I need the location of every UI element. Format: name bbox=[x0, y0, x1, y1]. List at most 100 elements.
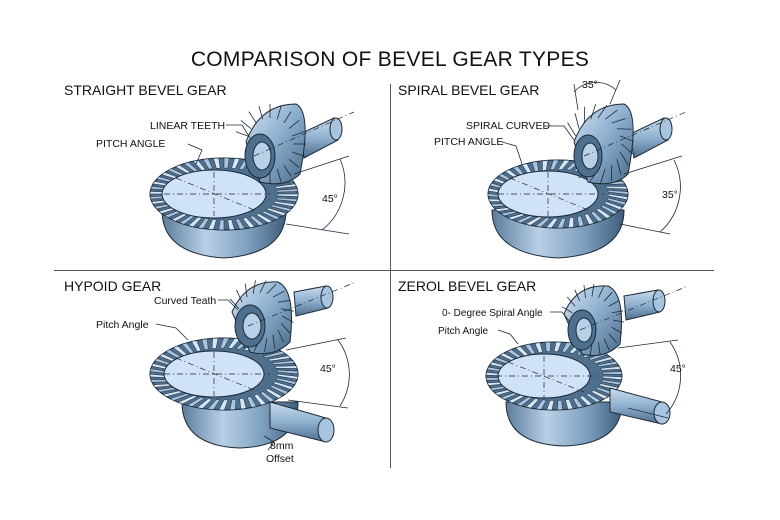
pinion-tooth bbox=[283, 164, 292, 177]
pinion-tooth bbox=[277, 329, 284, 343]
pitch-label: PITCH ANGLE bbox=[96, 138, 165, 150]
gear-tooth bbox=[253, 393, 267, 406]
pitch-angle-arc bbox=[285, 155, 350, 235]
pinion-tooth bbox=[591, 284, 595, 297]
pinion-tooth bbox=[620, 135, 635, 142]
gear-tooth bbox=[545, 341, 551, 353]
centre-lines bbox=[164, 281, 357, 396]
pinion-tooth bbox=[589, 343, 593, 356]
pinion-tooth bbox=[258, 105, 264, 120]
vertical-divider bbox=[390, 84, 391, 468]
pitch-label: Pitch Angle bbox=[438, 326, 488, 337]
angle-label: 35° bbox=[662, 189, 678, 201]
gear-tooth bbox=[234, 218, 246, 230]
gear-tooth bbox=[534, 217, 551, 228]
gear-tooth bbox=[549, 159, 560, 171]
pinion-tooth bbox=[244, 283, 248, 298]
pinion-tooth bbox=[598, 342, 601, 355]
gear-tooth bbox=[202, 158, 214, 170]
gear-tooth bbox=[593, 356, 614, 364]
gear-tooth bbox=[572, 397, 584, 409]
gear-tooth bbox=[524, 343, 536, 355]
gear-tooth bbox=[557, 159, 571, 170]
pinion-tooth bbox=[259, 280, 267, 293]
panel-title: ZEROL BEVEL GEAR bbox=[398, 278, 537, 294]
gear-tooth bbox=[605, 186, 628, 190]
gear-tooth bbox=[273, 381, 294, 390]
gear-tooth bbox=[534, 342, 543, 353]
pinion-shaft bbox=[299, 117, 343, 159]
gear-tooth bbox=[601, 379, 622, 386]
pinion-tooth bbox=[566, 296, 576, 307]
side-shaft bbox=[609, 387, 671, 425]
gear-tooth bbox=[219, 337, 230, 349]
gear-tooth bbox=[191, 340, 202, 352]
top-angle-arc bbox=[573, 79, 621, 111]
straight-bevel-gear-illustration: 45° LINEAR TEETH PITCH ANGLE bbox=[96, 103, 355, 259]
offset-label-line-2: Offset bbox=[266, 453, 294, 465]
gear-tooth bbox=[597, 361, 619, 367]
gear-tooth bbox=[546, 400, 555, 411]
pinion-tooth bbox=[235, 131, 248, 137]
pinion-tooth bbox=[603, 291, 613, 302]
pinion-tooth bbox=[616, 159, 622, 175]
gear-tooth bbox=[267, 355, 292, 362]
gear-tooth bbox=[197, 218, 210, 229]
gear-tooth bbox=[577, 215, 585, 227]
pinion-tooth bbox=[248, 111, 257, 124]
pinion-tooth bbox=[276, 168, 282, 183]
pinion-tooth bbox=[292, 131, 305, 137]
gear-tooth bbox=[600, 366, 621, 371]
panel-title: SPIRAL BEVEL GEAR bbox=[398, 82, 540, 98]
pinion-tooth bbox=[277, 299, 291, 303]
pinion-gear bbox=[229, 280, 294, 355]
pinion-tooth bbox=[272, 334, 276, 349]
gear-tooth bbox=[266, 207, 287, 216]
pinion-tooth bbox=[574, 113, 580, 129]
pinion-tooth bbox=[611, 326, 622, 334]
gear-tooth bbox=[276, 188, 299, 193]
gear-tooth bbox=[557, 399, 563, 411]
pinion-tooth bbox=[240, 120, 252, 130]
gear-tooth bbox=[229, 398, 237, 411]
tooth-callout bbox=[218, 299, 239, 311]
top-angle-label: 35° bbox=[582, 79, 598, 91]
gear-tooth bbox=[262, 351, 286, 359]
gear-tooth bbox=[535, 399, 547, 410]
pinion-tooth bbox=[567, 122, 577, 137]
panel-title: STRAIGHT BEVEL GEAR bbox=[64, 82, 227, 98]
pinion-tooth bbox=[583, 285, 586, 298]
offset-shaft bbox=[269, 401, 335, 443]
gear-tooth bbox=[269, 384, 289, 395]
ring-gear-body bbox=[485, 341, 623, 447]
page-title: COMPARISON OF BEVEL GEAR TYPES bbox=[190, 48, 590, 71]
gear-tooth bbox=[211, 337, 219, 350]
gear-tooth bbox=[270, 204, 292, 212]
pinion-tooth bbox=[288, 120, 300, 130]
pitch-angle-arc bbox=[617, 339, 682, 419]
tooth-label: Curved Teath bbox=[154, 295, 216, 307]
gear-tooth bbox=[542, 160, 549, 172]
tooth-label: LINEAR TEETH bbox=[150, 120, 225, 132]
pinion-shaft bbox=[293, 285, 334, 317]
gear-tooth bbox=[595, 208, 612, 219]
pitch-callout bbox=[497, 329, 519, 345]
gear-tooth bbox=[255, 213, 274, 224]
gear-tooth bbox=[556, 217, 567, 229]
pinion-tooth bbox=[276, 105, 282, 120]
gear-tooth bbox=[273, 201, 296, 207]
centre-lines bbox=[164, 111, 355, 216]
gear-tooth bbox=[186, 397, 206, 407]
panel-hypoid: HYPOID GEAR bbox=[64, 278, 394, 466]
pinion-tooth bbox=[229, 298, 240, 310]
pinion-tooth bbox=[621, 143, 634, 155]
gear-tooth bbox=[607, 189, 629, 195]
pinion-tooth bbox=[283, 111, 292, 124]
angle-label: 45° bbox=[320, 363, 336, 375]
pinion-tooth bbox=[264, 338, 268, 352]
pinion-tooth bbox=[616, 128, 632, 130]
gear-tooth bbox=[602, 371, 623, 375]
pinion-gear bbox=[562, 284, 625, 357]
pinion-tooth bbox=[292, 151, 305, 157]
gear-tooth bbox=[606, 197, 627, 206]
